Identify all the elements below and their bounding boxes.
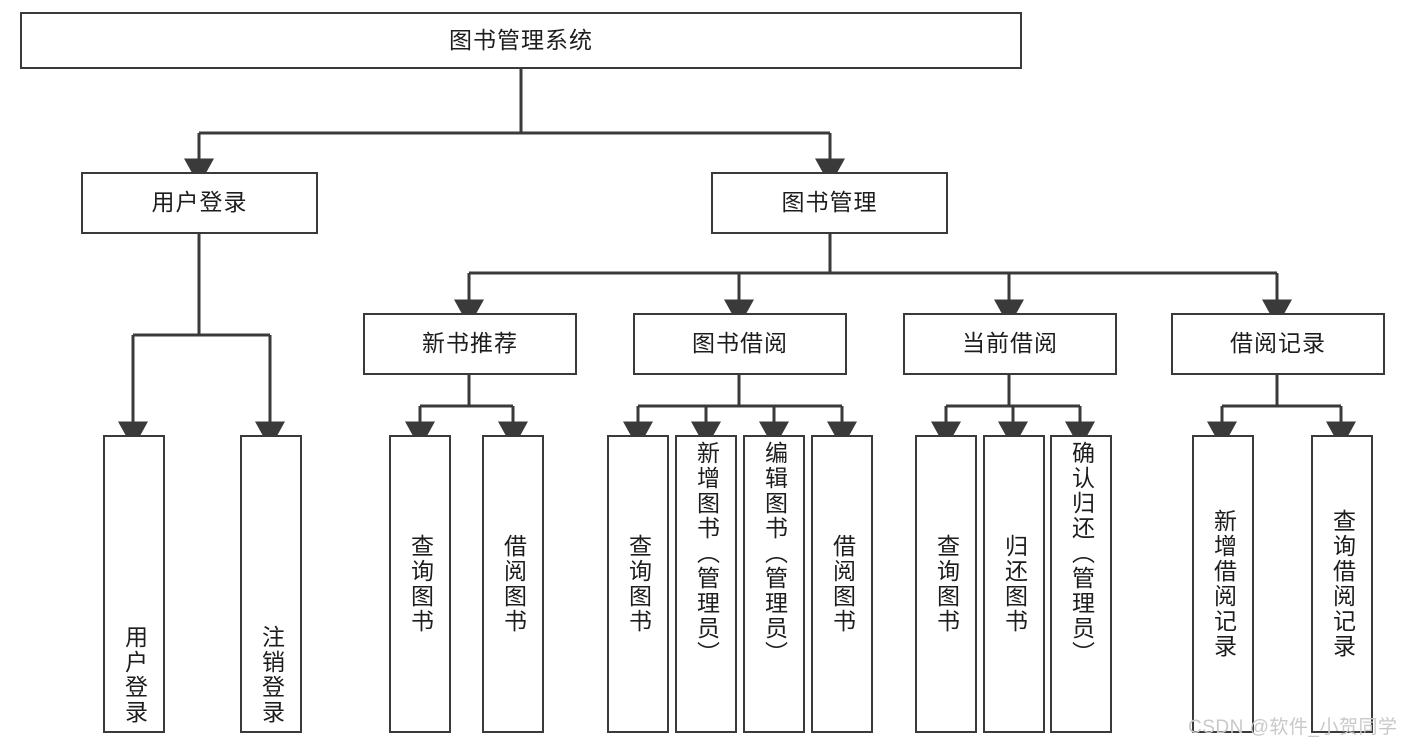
node-root[interactable]: 图书管理系统 — [20, 12, 1022, 69]
leaf-edit-book-admin[interactable]: 编辑图书（管理员） — [743, 435, 805, 733]
leaf-label: 查询图书 — [933, 534, 960, 634]
node-current-borrow[interactable]: 当前借阅 — [903, 313, 1117, 375]
node-label: 当前借阅 — [962, 330, 1058, 357]
watermark: CSDN @软件_小贺同学 — [1188, 717, 1398, 738]
leaf-user-login[interactable]: 用户登录 — [103, 435, 165, 733]
node-label: 图书管理 — [781, 189, 878, 216]
leaf-label: 注销登录 — [258, 625, 285, 725]
node-label: 新书推荐 — [422, 330, 518, 357]
node-label: 图书管理系统 — [449, 26, 593, 53]
node-label: 图书借阅 — [692, 330, 788, 357]
leaf-query-book-recommend[interactable]: 查询图书 — [389, 435, 451, 733]
leaf-label: 归还图书 — [1001, 534, 1028, 634]
leaf-label: 查询图书 — [407, 534, 434, 634]
leaf-label: 用户登录 — [121, 625, 148, 725]
leaf-label: 借阅图书 — [829, 534, 856, 634]
leaf-label: 确认归还（管理员） — [1068, 441, 1095, 666]
leaf-label: 编辑图书（管理员） — [761, 441, 788, 666]
leaf-label: 查询借阅记录 — [1329, 509, 1356, 659]
leaf-label: 新增图书（管理员） — [693, 441, 720, 666]
leaf-query-book-current[interactable]: 查询图书 — [915, 435, 977, 733]
leaf-add-borrow-record[interactable]: 新增借阅记录 — [1192, 435, 1254, 733]
leaf-label: 查询图书 — [625, 534, 652, 634]
node-book-borrow[interactable]: 图书借阅 — [633, 313, 847, 375]
node-borrow-record[interactable]: 借阅记录 — [1171, 313, 1385, 375]
node-new-book-recommend[interactable]: 新书推荐 — [363, 313, 577, 375]
leaf-query-book-borrow[interactable]: 查询图书 — [607, 435, 669, 733]
leaf-label: 借阅图书 — [500, 534, 527, 634]
leaf-logout[interactable]: 注销登录 — [240, 435, 302, 733]
leaf-query-borrow-record[interactable]: 查询借阅记录 — [1311, 435, 1373, 733]
leaf-borrow-book[interactable]: 借阅图书 — [811, 435, 873, 733]
node-label: 借阅记录 — [1230, 330, 1326, 357]
leaf-add-book-admin[interactable]: 新增图书（管理员） — [675, 435, 737, 733]
node-book-management[interactable]: 图书管理 — [711, 172, 948, 234]
node-label: 用户登录 — [151, 189, 248, 216]
leaf-borrow-book-recommend[interactable]: 借阅图书 — [482, 435, 544, 733]
leaf-return-book[interactable]: 归还图书 — [983, 435, 1045, 733]
leaf-label: 新增借阅记录 — [1210, 509, 1237, 659]
node-user-login[interactable]: 用户登录 — [81, 172, 318, 234]
leaf-confirm-return-admin[interactable]: 确认归还（管理员） — [1050, 435, 1112, 733]
